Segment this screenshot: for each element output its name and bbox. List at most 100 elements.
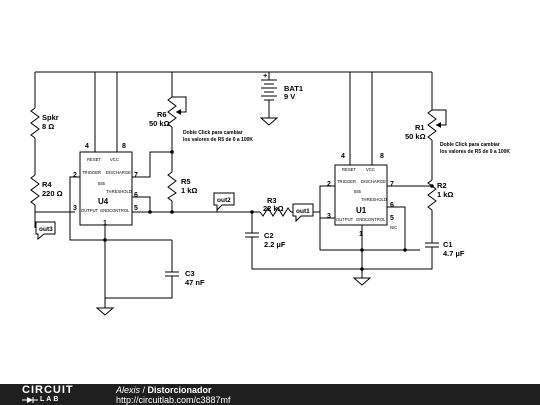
out1-label: out1 bbox=[296, 208, 310, 215]
u4-name: U4 bbox=[98, 197, 109, 206]
spkr-symbol bbox=[30, 107, 40, 139]
u4-pin-2: 2 bbox=[73, 172, 77, 179]
u1-name: U1 bbox=[356, 206, 367, 215]
r6-note-line2: los valores de R5 de 0 a 100K bbox=[183, 137, 253, 143]
junction-r5-out bbox=[170, 210, 174, 214]
junction-u4-threshold bbox=[148, 210, 152, 214]
circuit-schematic: Spkr 8 Ω R4 220 Ω out3 RESET VCC TRIGGER… bbox=[30, 71, 510, 316]
r3-value: 22 kΩ bbox=[263, 204, 284, 213]
r5-name: R5 bbox=[181, 177, 191, 186]
r6-potentiometer[interactable] bbox=[167, 96, 177, 128]
u1-ic[interactable] bbox=[334, 164, 388, 226]
footer-url-link[interactable]: http://circuitlab.com/c3887mf bbox=[116, 395, 231, 405]
junction-r1-r2 bbox=[430, 184, 434, 188]
u4-pin-4: 4 bbox=[85, 143, 89, 150]
u1-pin-3: 3 bbox=[327, 213, 331, 220]
footer-bar bbox=[0, 384, 540, 405]
r2-value: 1 kΩ bbox=[437, 190, 453, 199]
out3-tag[interactable] bbox=[35, 221, 56, 241]
u4-pin-7: 7 bbox=[134, 172, 138, 179]
r6-note-line1: Doble Click para cambiar bbox=[183, 130, 243, 136]
wire-c2-bottom bbox=[251, 237, 362, 270]
u4-chip-label: 555 bbox=[98, 181, 106, 186]
out1-tag[interactable] bbox=[292, 203, 314, 223]
u1-pin-control-label: CONTROL bbox=[365, 217, 386, 222]
c3-value: 47 nF bbox=[185, 278, 205, 287]
u4-pin-5: 5 bbox=[134, 205, 138, 212]
bat1-name: BAT1 bbox=[284, 84, 303, 93]
r2-resistor bbox=[427, 179, 437, 211]
u1-pin-trigger-label: TRIGGER bbox=[337, 179, 356, 184]
u1-pin-1: 1 bbox=[359, 231, 363, 238]
u4-pin-discharge-label: DISCHARGE bbox=[106, 170, 131, 175]
u1-pin-output-label: OUTPUT bbox=[336, 217, 354, 222]
c3-name: C3 bbox=[185, 269, 195, 278]
u4-pin-gnd-label: GND bbox=[100, 208, 109, 213]
out2-tag[interactable] bbox=[213, 192, 235, 212]
c2-value: 2.2 µF bbox=[264, 240, 286, 249]
u1-pin-4: 4 bbox=[341, 153, 345, 160]
c1-name: C1 bbox=[443, 240, 453, 249]
r4-name: R4 bbox=[42, 180, 52, 189]
r1-note-line2: los valores de R5 de 0 a 100K bbox=[440, 149, 510, 155]
junction-u4-gnd bbox=[103, 238, 107, 242]
out2-label: out2 bbox=[217, 197, 231, 204]
u4-pin-control-label: CONTROL bbox=[109, 208, 130, 213]
c2-name: C2 bbox=[264, 231, 274, 240]
r1-value: 50 kΩ bbox=[405, 132, 426, 141]
u1-pin-gnd-label: GND bbox=[356, 217, 365, 222]
u1-pin-reset-label: RESET bbox=[342, 167, 356, 172]
wire-u1-threshold bbox=[387, 206, 406, 250]
junction-r6-r5 bbox=[170, 150, 174, 154]
u4-ic[interactable] bbox=[79, 151, 133, 226]
junction-u1-gnd bbox=[360, 248, 364, 252]
spkr-value: 8 Ω bbox=[42, 122, 54, 131]
u1-chip-label: 555 bbox=[354, 189, 362, 194]
r1-name: R1 bbox=[415, 123, 425, 132]
r5-value: 1 kΩ bbox=[181, 186, 197, 195]
spkr-name: Spkr bbox=[42, 113, 59, 122]
footer-separator: / bbox=[140, 385, 148, 395]
u1-pin-nc-label: N/C bbox=[390, 225, 397, 230]
r6-value: 50 kΩ bbox=[149, 119, 170, 128]
r3-resistor bbox=[259, 207, 292, 217]
u1-pin-6: 6 bbox=[390, 202, 394, 209]
u1-pin-threshold-label: THRESHOLD bbox=[361, 197, 387, 202]
u4-pin-trigger-label: TRIGGER bbox=[82, 170, 101, 175]
r1-note-line1: Doble Click para cambiar bbox=[440, 142, 500, 148]
ground-battery-icon bbox=[259, 117, 279, 126]
u4-pin-1: 1 bbox=[103, 220, 107, 227]
u4-pin-8: 8 bbox=[122, 143, 126, 150]
wire-u4-trigger bbox=[69, 176, 80, 212]
battery-plus-icon: + bbox=[263, 71, 268, 80]
wire-c1-bottom bbox=[362, 247, 433, 270]
junction-u1-threshold bbox=[403, 248, 407, 252]
footer-circuit-name: Distorcionador bbox=[147, 385, 212, 395]
u1-pin-vcc-label: VCC bbox=[366, 167, 375, 172]
wire-u4-trigger-low bbox=[69, 212, 172, 241]
r6-wiper-arrow-icon bbox=[176, 109, 181, 115]
r5-resistor bbox=[167, 171, 177, 202]
r4-value: 220 Ω bbox=[42, 189, 63, 198]
u1-pin-2: 2 bbox=[327, 181, 331, 188]
footer-author[interactable]: Alexis bbox=[116, 385, 141, 395]
circuitlab-logo-icon bbox=[22, 397, 38, 403]
u4-pin-vcc-label: VCC bbox=[110, 157, 119, 162]
junction-ground-right bbox=[360, 267, 364, 271]
r1-wiper-arrow-icon bbox=[436, 122, 441, 128]
u1-pin-7: 7 bbox=[390, 181, 394, 188]
wire-u4-discharge bbox=[132, 151, 172, 178]
u4-pin-6: 6 bbox=[134, 192, 138, 199]
u4-pin-3: 3 bbox=[73, 205, 77, 212]
ground-right-icon bbox=[352, 277, 372, 286]
u1-pin-5: 5 bbox=[390, 215, 394, 222]
wire-u4-threshold bbox=[132, 196, 151, 212]
wire-c3-bottom bbox=[105, 276, 173, 299]
c1-value: 4.7 µF bbox=[443, 249, 465, 258]
r1-potentiometer[interactable] bbox=[427, 109, 437, 141]
u4-pin-threshold-label: THRESHOLD bbox=[106, 189, 132, 194]
u1-pin-8: 8 bbox=[380, 153, 384, 160]
u1-pin-discharge-label: DISCHARGE bbox=[361, 179, 386, 184]
r6-name: R6 bbox=[157, 110, 167, 119]
circuitlab-logo-top: CIRCUIT bbox=[22, 384, 74, 396]
